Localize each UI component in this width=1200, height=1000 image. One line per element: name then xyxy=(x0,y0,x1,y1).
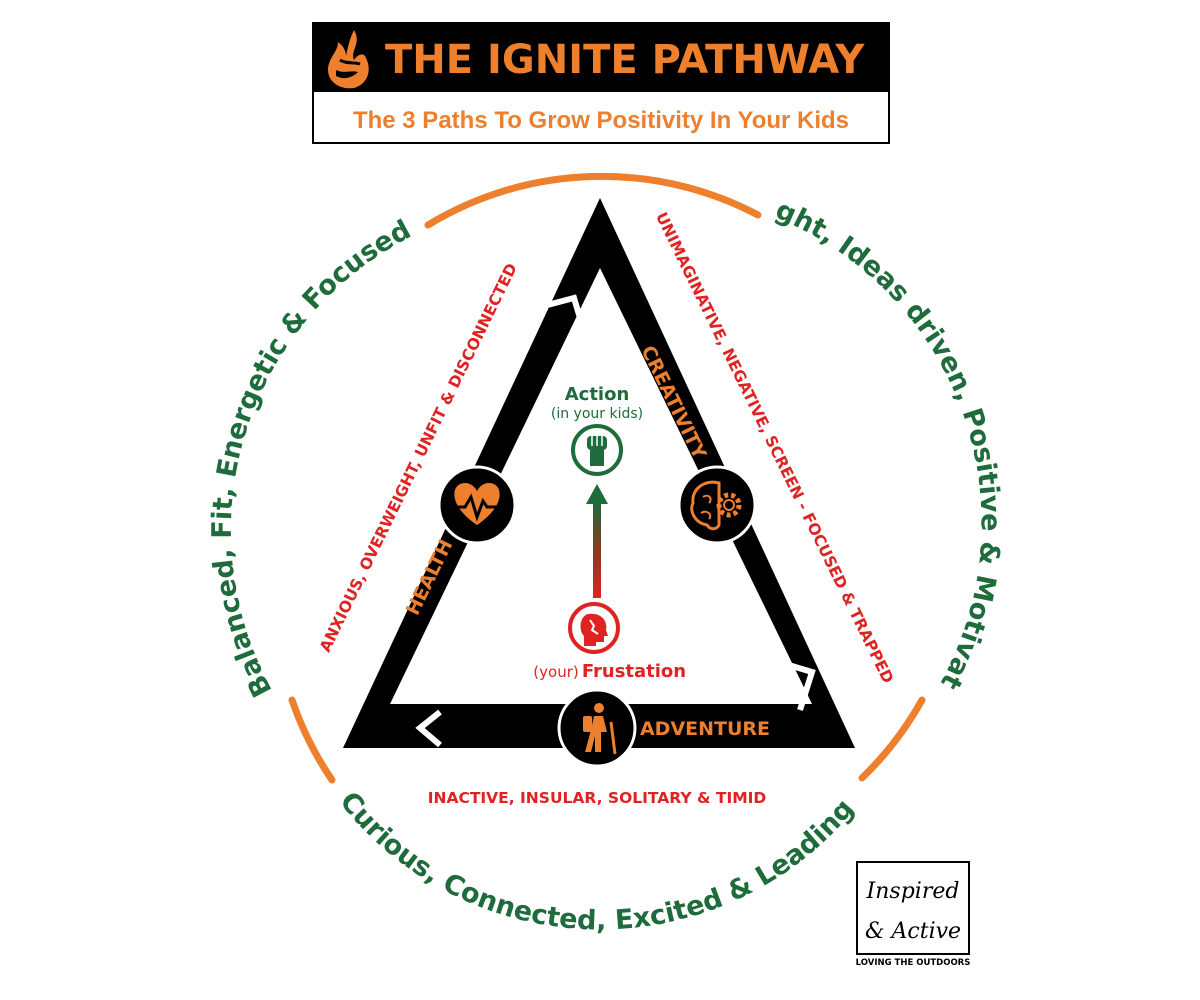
logo-tagline: LOVING THE OUTDOORS xyxy=(856,958,971,968)
problem-bottom: INACTIVE, INSULAR, SOLITARY & TIMID xyxy=(428,789,767,807)
page-subtitle: The 3 Paths To Grow Positivity In Your K… xyxy=(353,107,849,134)
outcome-left: Balanced, Fit, Energetic & Focused xyxy=(207,214,416,701)
raised-fist-icon xyxy=(571,424,623,476)
arrow-left-chevron xyxy=(415,709,442,748)
flame-icon xyxy=(328,30,369,89)
frustration-prefix: (your) xyxy=(533,663,578,681)
logo-line-2: & Active xyxy=(865,919,961,944)
heartbeat-icon xyxy=(437,465,517,545)
ring-arc-bottom-left xyxy=(288,696,336,784)
page-title: THE IGNITE PATHWAY xyxy=(385,37,865,83)
ring-arc-bottom-right xyxy=(858,696,926,782)
logo-frame xyxy=(856,861,970,955)
action-subtitle: (in your kids) xyxy=(551,406,643,422)
ring-arc-top xyxy=(424,172,762,229)
hiker-icon xyxy=(557,688,637,768)
arrow-down-chevron xyxy=(771,657,816,711)
action-block: Action (in your kids) xyxy=(551,384,643,476)
action-title: Action xyxy=(565,384,630,405)
logo-line-1: Inspired xyxy=(866,879,960,904)
subtitle-box xyxy=(314,92,888,142)
outer-ring xyxy=(288,172,926,784)
inspired-active-logo: Inspired & Active LOVING THE OUTDOORS xyxy=(856,861,971,968)
frustration-block: (your) Frustation xyxy=(533,602,686,682)
arrow-up-chevron xyxy=(535,294,589,339)
brain-gear-icon xyxy=(677,465,757,545)
frustration-title: Frustation xyxy=(582,661,686,682)
outcome-bottom: Curious, Connected, Excited & Leading xyxy=(333,786,860,936)
path-label-adventure: ADVENTURE xyxy=(640,718,770,740)
header: THE IGNITE PATHWAY The 3 Paths To Grow P… xyxy=(312,22,890,144)
progress-arrow xyxy=(586,484,608,598)
frustrated-head-icon xyxy=(568,602,620,654)
triangle-inner xyxy=(390,268,812,704)
